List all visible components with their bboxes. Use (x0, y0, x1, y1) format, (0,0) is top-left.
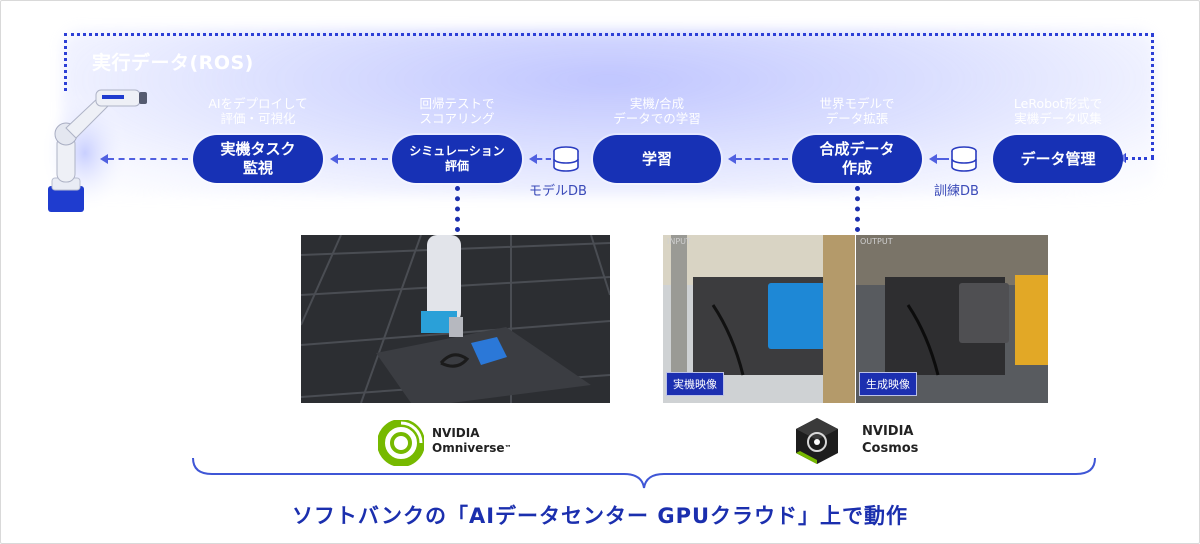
robot-arm-icon (40, 89, 147, 215)
omniverse-brand: NVIDIA Omniverse™ (432, 426, 512, 456)
cosmos-video-comparison: INPUT OUTPUT 実機映像 生成映像 (663, 235, 1048, 403)
footer-caption: ソフトバンクの「AIデータセンター GPUクラウド」上で動作 (291, 504, 909, 528)
omniverse-trademark: ™ (504, 444, 512, 452)
arrow-to-synth (937, 158, 949, 160)
omniverse-logo-icon (378, 420, 424, 466)
node-synthetic-data-label: 合成データ 作成 (819, 140, 895, 177)
train-db-label: 訓練DB (934, 184, 979, 199)
omniverse-sim-screenshot (301, 235, 610, 403)
omniverse-brand-line2: Omniverse (432, 441, 505, 455)
ros-loop-right (1151, 33, 1154, 159)
arrow-to-learning-head-icon (728, 154, 736, 164)
model-db-icon (553, 146, 579, 172)
cosmos-brand: NVIDIA Cosmos (862, 423, 918, 457)
bottom-brace (192, 457, 1096, 489)
cosmos-scene-image (663, 235, 1048, 403)
caption-simulation: 回帰テストで スコアリング (419, 96, 495, 126)
caption-synthetic: 世界モデルで データ拡張 (819, 96, 895, 126)
node-learning-label: 学習 (641, 149, 672, 168)
arrow-to-robot-head-icon (100, 154, 108, 164)
node-simulation-eval-label: シミュレーション 評価 (409, 144, 505, 173)
node-simulation-eval: シミュレーション 評価 (392, 135, 522, 183)
model-db-label: モデルDB (529, 184, 587, 199)
connector-sim-to-omniverse (455, 186, 460, 232)
generated-video-tag: 生成映像 (859, 372, 917, 396)
omniverse-brand-line1: NVIDIA (432, 426, 480, 440)
cosmos-logo-icon (796, 418, 838, 464)
cosmos-brand-line1: NVIDIA (862, 424, 914, 439)
arrow-to-sim (537, 158, 551, 160)
arrow-to-learning (736, 158, 788, 160)
train-db-icon (951, 146, 977, 172)
ros-loop-top (64, 33, 1154, 36)
cosmos-output-label: OUTPUT (860, 237, 893, 246)
arrow-to-synth-head-icon (929, 154, 937, 164)
cosmos-brand-line2: Cosmos (862, 441, 919, 456)
caption-management: LeRobot形式で 実機データ収集 (1013, 96, 1103, 126)
node-learning: 学習 (593, 135, 721, 183)
real-video-tag: 実機映像 (666, 372, 724, 396)
node-deploy-monitor: 実機タスク 監視 (193, 135, 323, 183)
ros-loop-left (64, 33, 67, 91)
node-deploy-monitor-label: 実機タスク 監視 (220, 140, 296, 177)
arrow-to-sim-head-icon (529, 154, 537, 164)
arrow-to-deploy (338, 158, 388, 160)
node-synthetic-data: 合成データ 作成 (792, 135, 922, 183)
arrow-to-deploy-head-icon (330, 154, 338, 164)
arrow-to-robot (108, 158, 188, 160)
caption-learning: 実機/合成 データでの学習 (613, 96, 701, 126)
node-data-management-label: データ管理 (1020, 149, 1096, 168)
caption-deploy: AIをデプロイして 評価・可視化 (208, 96, 308, 126)
sim-scene-image (301, 235, 610, 403)
node-data-management: データ管理 (993, 135, 1123, 183)
ros-loop-bottom (1125, 157, 1154, 160)
connector-synth-to-cosmos (855, 186, 860, 232)
ros-loop-title: 実行データ(ROS) (92, 52, 254, 74)
cosmos-input-label: INPUT (667, 237, 691, 246)
omniverse-brand-line2-wrap: Omniverse™ (432, 441, 512, 456)
